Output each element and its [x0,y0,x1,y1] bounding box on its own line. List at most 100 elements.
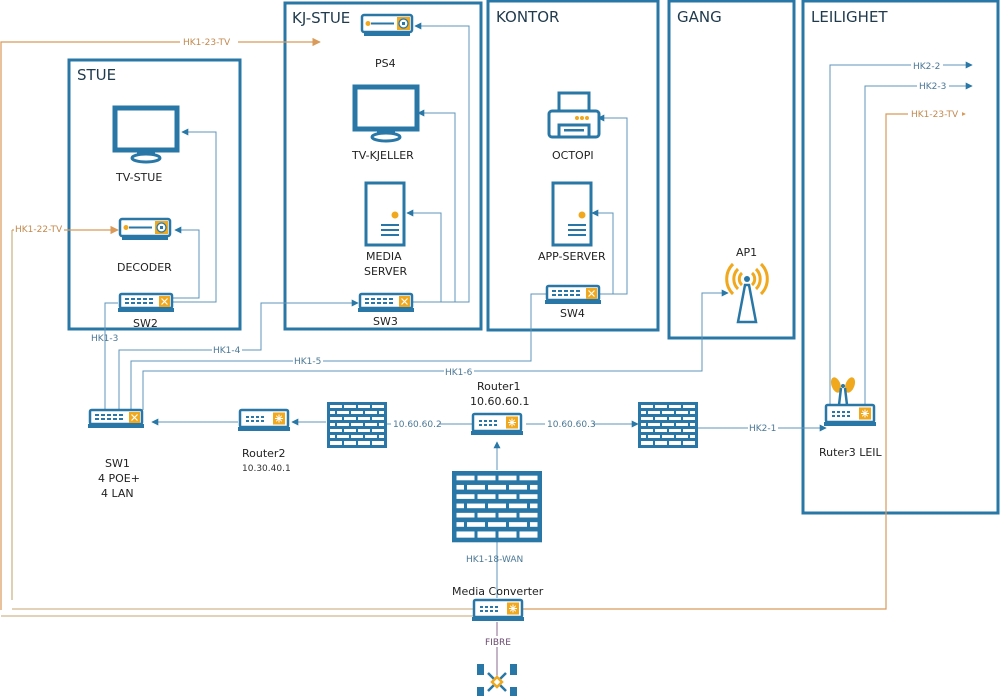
switch-icon [86,408,146,430]
link-hk1-5[interactable]: HK1-5 [130,293,546,410]
room-stue: STUE [67,58,242,331]
device-decoder[interactable]: DECODER [117,217,172,274]
console-icon [360,13,414,38]
device-sw1[interactable]: SW1 4 POE+ 4 LAN [86,408,146,500]
link-hk1-4[interactable]: HK1-4 [118,299,359,410]
device-media-converter[interactable]: Media Converter [452,585,544,623]
device-app-server[interactable]: APP-SERVER [538,181,606,263]
device-label-router1-ip: 10.60.60.1 [470,395,529,408]
link-hk2-1[interactable]: HK2-1 [697,422,827,434]
printer-icon [547,91,601,139]
link-sw2-decoder [170,226,200,299]
link-sw4-app-server [591,209,614,295]
device-octopi[interactable]: OCTOPI [547,91,601,162]
device-label-media-server-1: MEDIA [366,250,402,263]
link-label-hk1-6: HK1-6 [445,368,473,378]
link-fibre[interactable]: FIBRE [484,622,512,680]
link-label-hk2-1: HK2-1 [749,424,776,434]
link-label-hk1-22-tv: HK1-22-TV [15,225,63,235]
decoder-icon [118,217,172,242]
link-label-hk2-2: HK2-2 [913,62,940,72]
device-label-app-server: APP-SERVER [538,250,606,263]
link-label-fibre: FIBRE [485,638,511,648]
device-label-ps4: PS4 [375,57,396,70]
device-label-tv-kjeller: TV-KJELLER [351,149,414,162]
device-sw4[interactable]: SW4 [543,284,603,320]
device-router2[interactable]: Router2 10.30.40.1 [236,408,292,474]
firewall-wan[interactable] [452,471,542,543]
link-hk2-2[interactable]: HK2-2 [829,60,973,410]
device-label-ap1: AP1 [736,246,757,259]
device-label-router2: Router2 [242,447,285,460]
device-label-router1: Router1 [477,380,520,393]
switch-icon [356,292,416,314]
room-title-kontor: KONTOR [496,8,559,26]
link-sw3-tv-kjeller [413,109,456,303]
device-label-media-converter: Media Converter [452,585,544,598]
monitor-icon [355,87,417,141]
link-label-hk1-5: HK1-5 [294,357,321,367]
link-hk1-3[interactable]: HK1-3 [91,302,118,410]
device-sw2[interactable]: SW2 [116,292,176,330]
device-label-decoder: DECODER [117,261,172,274]
device-tv-stue[interactable]: TV-STUE [115,108,177,184]
link-label-hk1-18-wan: HK1-18-WAN [466,555,523,565]
room-kontor: KONTOR [486,0,660,332]
switch-icon [543,284,603,306]
link-label-ip-right: 10.60.60.3 [547,420,596,430]
device-router1[interactable]: Router1 10.60.60.1 [469,380,529,437]
link-label-hk2-3: HK2-3 [919,82,946,92]
device-label-sw2: SW2 [133,317,158,330]
media-converter-icon [470,598,526,623]
device-label-ruter3: Ruter3 LEIL [819,446,883,459]
room-title-stue: STUE [77,66,116,84]
device-ps4[interactable]: PS4 [360,13,414,70]
firewall-icon[interactable] [327,402,387,448]
link-mc-orange-loop: HK1-23-TV [1,108,966,617]
link-hk1-6[interactable]: HK1-6 [142,289,729,410]
link-sw2-tv-stue [170,128,217,303]
monitor-icon [115,108,177,162]
link-hk1-18-wan[interactable]: HK1-18-WAN [466,441,523,598]
server-icon [551,181,593,247]
link-hk2-3[interactable]: HK2-3 [864,80,973,410]
access-point-icon [725,262,769,324]
device-label-sw4: SW4 [560,307,585,320]
server-icon [364,181,406,247]
device-tv-kjeller[interactable]: TV-KJELLER [351,87,417,162]
router-icon [469,412,525,437]
room-title-gang: GANG [677,8,722,26]
link-label-ip-left: 10.60.60.2 [393,420,442,430]
link-sw3-media-server [406,209,442,303]
router-icon [822,403,878,428]
link-hk1-22-tv[interactable]: HK1-22-TV [11,224,119,600]
device-label-octopi: OCTOPI [552,149,594,162]
link-label-hk1-3: HK1-3 [91,334,118,344]
room-leilighet: LEILIGHET [801,0,1000,515]
device-media-server[interactable]: MEDIA SERVER [364,181,407,278]
device-label-tv-stue: TV-STUE [115,171,162,184]
fibre-network-icon [477,664,517,696]
room-title-leilighet: LEILIGHET [811,8,888,26]
device-label-sw3: SW3 [373,315,398,328]
link-hk1-23-tv-top[interactable]: HK1-23-TV [0,36,321,610]
device-label-sw1-poe: 4 POE+ [98,472,140,485]
device-ruter3-leil[interactable]: Ruter3 LEIL [819,376,883,459]
link-label-hk1-23-tv-top: HK1-23-TV [183,38,231,48]
link-label-hk1-4: HK1-4 [213,346,241,356]
firewall-icon [452,471,542,543]
switch-icon [116,292,176,314]
firewall-icon[interactable] [638,402,698,448]
device-sw3[interactable]: SW3 [356,292,416,328]
room-kj-stue: KJ-STUE [283,1,483,331]
link-ip-10-60-60-2[interactable]: 10.60.60.2 [386,418,472,430]
device-label-sw1-lan: 4 LAN [101,487,134,500]
room-gang: GANG [667,0,796,340]
wireless-router-icon [830,377,856,406]
device-ap1[interactable]: AP1 [725,246,769,324]
router-icon [236,408,292,433]
device-label-media-server-2: SERVER [364,265,407,278]
room-title-kj-stue: KJ-STUE [292,9,350,27]
link-label-hk1-23-tv-leil: HK1-23-TV [911,110,959,120]
link-ip-10-60-60-3[interactable]: 10.60.60.3 [526,418,639,430]
